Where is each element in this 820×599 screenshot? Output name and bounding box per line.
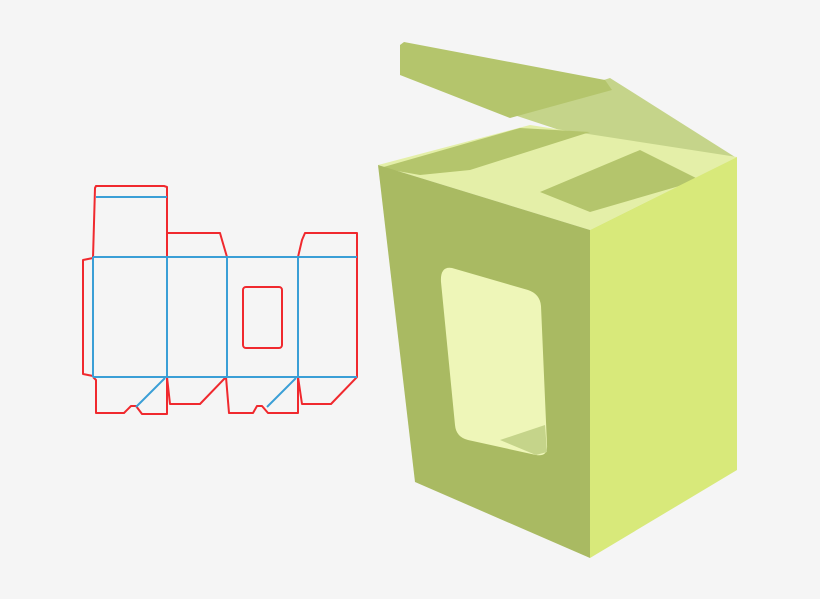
box-lid: [400, 42, 612, 118]
fold-line: [266, 377, 297, 408]
window-cutout: [242, 286, 283, 349]
box-inner-flap: [540, 150, 700, 212]
cut-lines: [82, 185, 358, 415]
box-inner-flap: [380, 128, 590, 175]
box-window-inside: [500, 425, 547, 455]
cut-outline: [82, 185, 358, 415]
box-side-face: [590, 157, 737, 558]
box-window: [440, 267, 548, 456]
box-render: [378, 42, 737, 558]
fold-line: [135, 377, 166, 408]
fold-lines: [92, 196, 357, 408]
